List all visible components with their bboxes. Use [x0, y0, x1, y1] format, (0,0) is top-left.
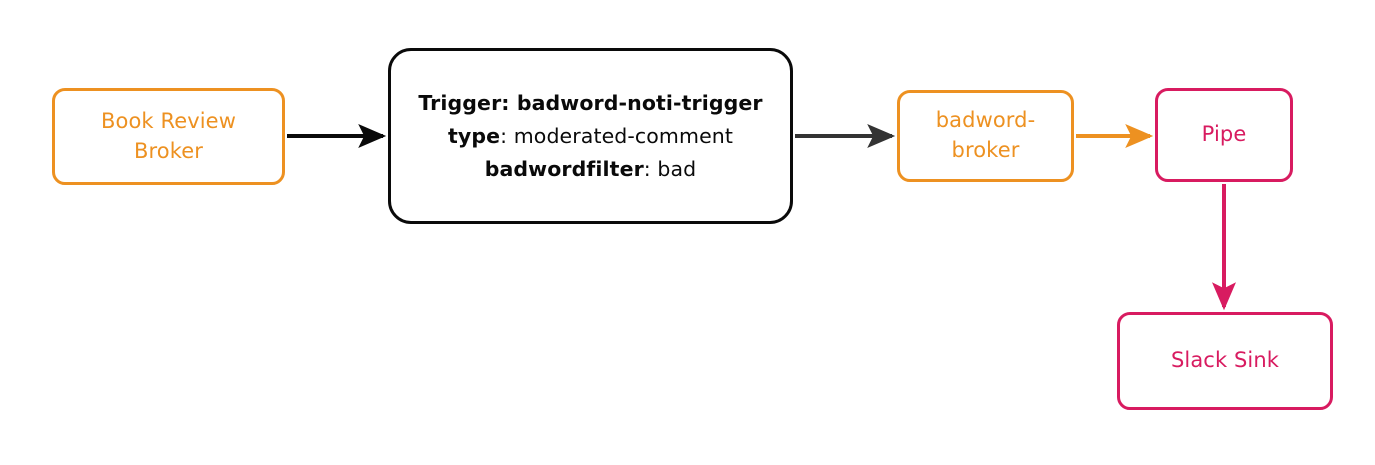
node-book-review-broker[interactable]: Book Review Broker: [52, 88, 285, 185]
trigger-row-key: type: [447, 123, 501, 148]
node-slack-sink-label: Slack Sink: [1170, 348, 1280, 373]
node-pipe[interactable]: Pipe: [1155, 88, 1293, 182]
node-trigger-label: Trigger: badword-noti-trigger type: mode…: [391, 87, 790, 186]
node-book-review-broker-label: Book Review Broker: [55, 107, 282, 167]
node-line: broker: [951, 138, 1020, 162]
node-trigger[interactable]: Trigger: badword-noti-trigger type: mode…: [388, 48, 793, 224]
node-slack-sink[interactable]: Slack Sink: [1117, 312, 1333, 410]
trigger-row-key: badwordfilter: [484, 156, 644, 181]
node-badword-broker[interactable]: badword- broker: [897, 90, 1074, 182]
node-line: Book Review: [101, 108, 236, 133]
node-pipe-label: Pipe: [1201, 122, 1247, 147]
node-badword-broker-label: badword- broker: [900, 106, 1071, 166]
node-line: badword-: [935, 108, 1036, 133]
trigger-row-value: moderated-comment: [513, 123, 734, 148]
trigger-row-value: badword-noti-trigger: [516, 90, 763, 115]
trigger-row-separator: :: [643, 156, 658, 181]
trigger-row-separator: :: [500, 123, 514, 148]
trigger-row-value: bad: [657, 156, 697, 181]
trigger-row-key: Trigger:: [418, 90, 510, 115]
node-line: Broker: [134, 138, 203, 163]
